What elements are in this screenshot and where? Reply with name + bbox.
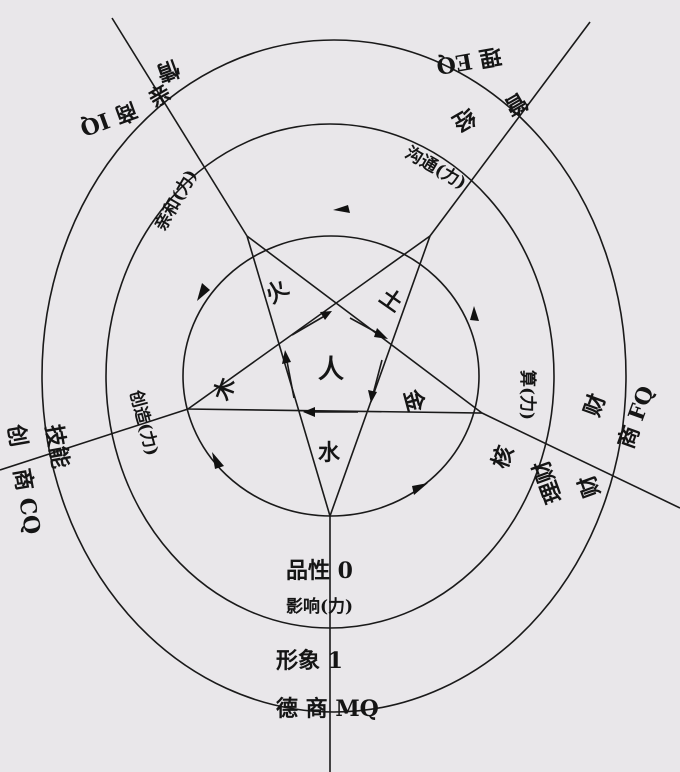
quotient-left-b: 商 CQ <box>8 467 45 537</box>
arrow-right <box>470 306 479 321</box>
arrow-bottom-right <box>412 483 428 495</box>
element-water: 水 <box>318 440 341 466</box>
divider-left <box>0 408 189 471</box>
quotient-right-c: 财 <box>574 471 606 501</box>
pentagram <box>185 233 485 519</box>
ring-outer-top-left: 亲 <box>144 80 176 114</box>
ring-inner-top-left: 亲和(力) <box>150 166 202 235</box>
quotient-top-right-a: 管 <box>500 87 532 121</box>
arrow-line-5 <box>285 355 295 399</box>
quotient-left-a: 创 <box>2 422 32 449</box>
arrow-line-1 <box>291 313 329 336</box>
ring-outer-right-b: 理财 <box>528 457 567 507</box>
divider-top-right <box>429 21 591 237</box>
ring-inner-right: 算(力) <box>517 369 538 420</box>
quotient-top-left-a: 情 <box>153 54 183 86</box>
center-label: 人 <box>318 355 344 385</box>
arrow-head-1 <box>320 311 332 320</box>
quotient-top-right-b: 理 EQ <box>434 42 503 79</box>
arrow-head-2 <box>374 328 388 339</box>
ring-outer-bottom-b: 形象 1 <box>276 648 343 674</box>
outer-circle <box>41 39 627 713</box>
element-wood: 木 <box>209 374 242 405</box>
cycle-arrows <box>197 205 479 495</box>
arrow-head-4 <box>303 407 315 417</box>
quotient-right-a: 财 <box>579 390 611 420</box>
ring-outer-left: 技能 <box>40 423 73 471</box>
element-fire: 火 <box>261 275 294 309</box>
ring-outer-right-a: 核 <box>487 442 519 472</box>
ring-inner-bottom: 影响(力) <box>286 596 353 617</box>
ring-outer-top-right: 经 <box>448 103 480 137</box>
arrow-head-3 <box>368 390 377 403</box>
arrow-head-5 <box>282 350 291 364</box>
ring-outer-bottom-a: 品性 0 <box>286 558 353 584</box>
arrow-left <box>197 283 210 301</box>
quotient-bottom: 德 商 MQ <box>276 696 379 722</box>
quotient-right-b: 商 FQ <box>613 383 659 452</box>
ring-inner-left: 创造(力) <box>125 387 163 458</box>
inner-circle <box>182 235 480 517</box>
divider-top-left <box>111 17 248 237</box>
inner-arrows <box>282 311 388 417</box>
arrow-bottom-left <box>212 452 224 469</box>
arrow-top <box>333 205 350 213</box>
divider-right <box>481 412 680 509</box>
ring-inner-top-right: 沟通(力) <box>402 142 471 194</box>
